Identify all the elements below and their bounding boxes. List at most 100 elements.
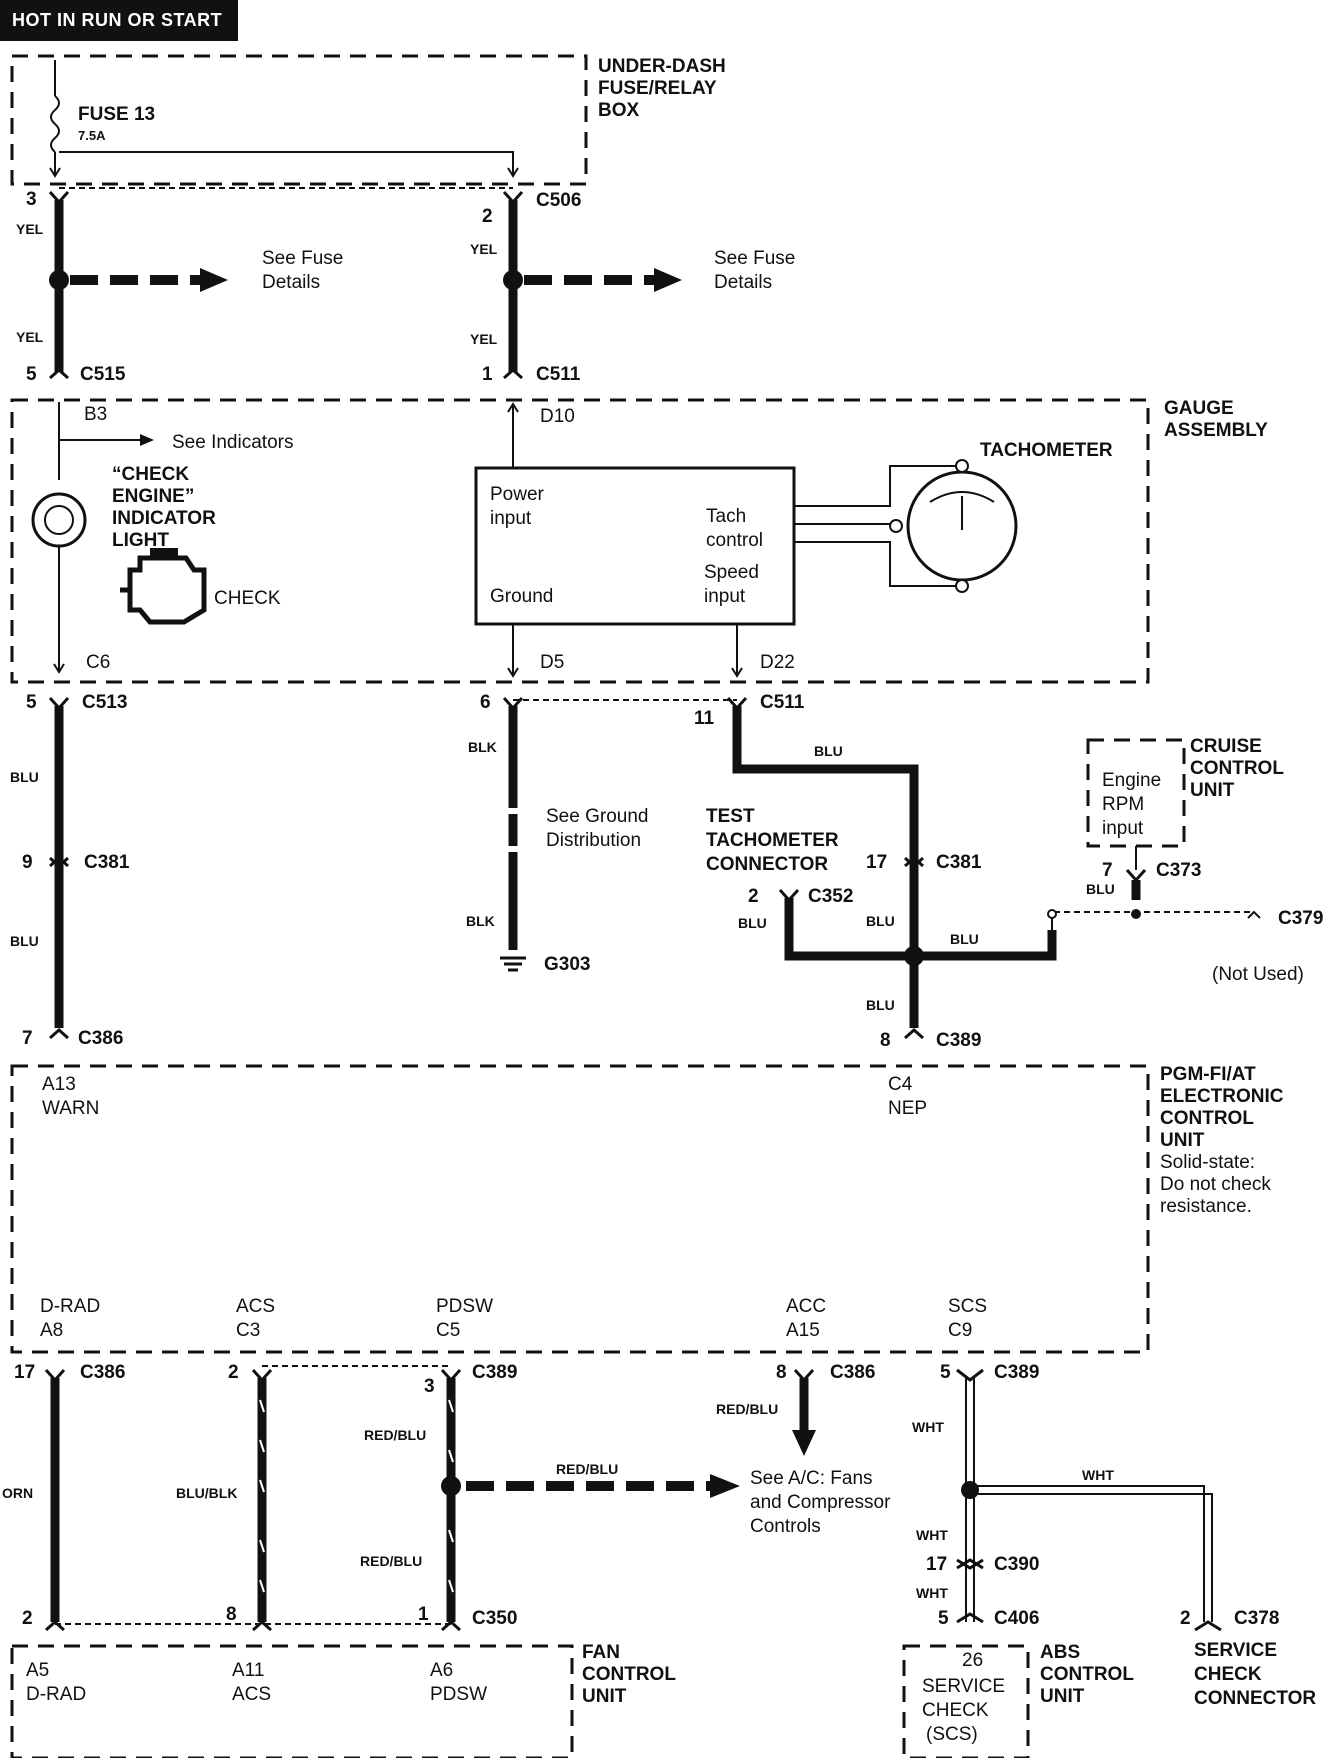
abs-control-2: CONTROL [1040,1664,1134,1685]
pin-8-fan: 8 [226,1604,237,1625]
connector-c511-bottom: C511 [760,692,805,713]
connector-c513: C513 [82,692,127,713]
pin-pdsw-2: C5 [436,1320,460,1341]
fan-a6-2: PDSW [430,1684,487,1705]
wire-label-yel-4: YEL [470,331,498,347]
pin-5-c513: 5 [26,692,37,713]
see-fuse-right-1: See Fuse [714,248,795,269]
not-used: (Not Used) [1212,964,1304,985]
connector-c389-top: C389 [936,1030,981,1051]
see-ground-2: Distribution [546,830,641,851]
connector-c381-left: C381 [84,852,130,873]
pin-acc-1: ACC [786,1296,826,1317]
scs-box-2: SERVICE [922,1676,1005,1697]
pin-5-c389: 5 [940,1362,951,1383]
cruise-input-3: input [1102,818,1144,839]
connector-c381-right: C381 [936,852,982,873]
pin-drad-1: D-RAD [40,1296,100,1317]
engine-icon [120,548,207,625]
ground-g303-icon [500,956,526,972]
tach-control-2: control [706,530,763,551]
fan-control-2: CONTROL [582,1664,676,1685]
tach-control-box[interactable] [474,466,796,626]
connector-c515: C515 [80,364,126,385]
pin-17-c386: 17 [14,1362,35,1383]
see-ground-1: See Ground [546,806,648,827]
connector-c378: C378 [1234,1608,1279,1629]
service-check-1: SERVICE [1194,1640,1277,1661]
pin-1-c350: 1 [418,1604,429,1625]
check-engine-label-3: INDICATOR [112,508,216,529]
pin-5-c406: 5 [938,1608,949,1629]
wire-label-blu-5: BLU [950,931,979,947]
wire-label-redblu-2: RED/BLU [556,1461,618,1477]
pin-drad-2: A8 [40,1320,63,1341]
see-ac-3: Controls [750,1516,821,1537]
tach-power-1: Power [490,484,545,505]
see-fuse-left-2: Details [262,272,320,293]
pin-7-c373: 7 [1102,860,1113,881]
connector-c386-top: C386 [78,1028,123,1049]
pin-5-c515: 5 [26,364,37,385]
wire-blu-tach [732,706,919,1028]
wire-wht-service [970,1485,1205,1622]
fan-a11-1: A11 [232,1660,264,1681]
pin-a13: A13 [42,1074,76,1095]
wire-label-wht-3: WHT [916,1527,948,1543]
see-fuse-left-1: See Fuse [262,248,343,269]
pin-17-c381: 17 [866,852,887,873]
pin-d10: D10 [540,406,575,427]
tach-ground: Ground [490,586,553,607]
wire-label-wht-4: WHT [916,1585,948,1601]
pin-8-c389: 8 [880,1030,891,1051]
connector-c506: C506 [536,190,581,211]
pgm-label-3: CONTROL [1160,1108,1254,1129]
service-check-2: CHECK [1194,1664,1262,1685]
pgm-fi-box [10,1064,1150,1354]
wire-label-wht-1: WHT [912,1419,944,1435]
connector-c390: C390 [994,1554,1039,1575]
pin-9-c381: 9 [22,852,33,873]
wire-label-blu-7: BLU [866,997,895,1013]
fan-a6-1: A6 [430,1660,453,1681]
pin-b3: B3 [84,404,107,425]
pin-acs-1: ACS [236,1296,275,1317]
pin-acc-2: A15 [786,1320,820,1341]
pin-d5: D5 [540,652,564,673]
pin-c6: C6 [86,652,110,673]
service-check-3: CONNECTOR [1194,1688,1316,1709]
scs-box-3: CHECK [922,1700,989,1721]
fan-control-box [10,1644,574,1758]
pin-17-c390: 17 [926,1554,947,1575]
cruise-label-1: CRUISE [1190,736,1262,757]
abs-control-box [902,1644,1030,1758]
check-engine-bulb [31,492,87,548]
scs-box-1: 26 [962,1650,983,1671]
gauge-assembly-box [10,398,1150,684]
connector-c373: C373 [1156,860,1201,881]
test-tach-1: TEST [706,806,755,827]
pin-c4: C4 [888,1074,913,1095]
cruise-input-2: RPM [1102,794,1144,815]
connector-c386-a: C386 [80,1362,125,1383]
check-engine-label-4: LIGHT [112,530,169,551]
wire-label-redblu-acc: RED/BLU [716,1401,778,1417]
connector-c389-a: C389 [472,1362,517,1383]
pin-2-fan: 2 [22,1608,33,1629]
pgm-note-2: Do not check [1160,1174,1271,1195]
cruise-label-3: UNIT [1190,780,1235,801]
see-fuse-right-2: Details [714,272,772,293]
ground-g303: G303 [544,954,590,975]
tach-control-1: Tach [706,506,746,527]
scs-box-4: (SCS) [926,1724,978,1745]
pgm-note-1: Solid-state: [1160,1152,1255,1173]
fan-a11-2: ACS [232,1684,271,1705]
wire-label-blublk: BLU/BLK [176,1485,237,1501]
pin-2-c352: 2 [748,886,759,907]
cruise-label-2: CONTROL [1190,758,1284,779]
wire-label-blk-2: BLK [466,913,495,929]
fuse-relay-box [10,54,588,186]
pin-warn: WARN [42,1098,99,1119]
wire-label-orn: ORN [2,1485,33,1501]
